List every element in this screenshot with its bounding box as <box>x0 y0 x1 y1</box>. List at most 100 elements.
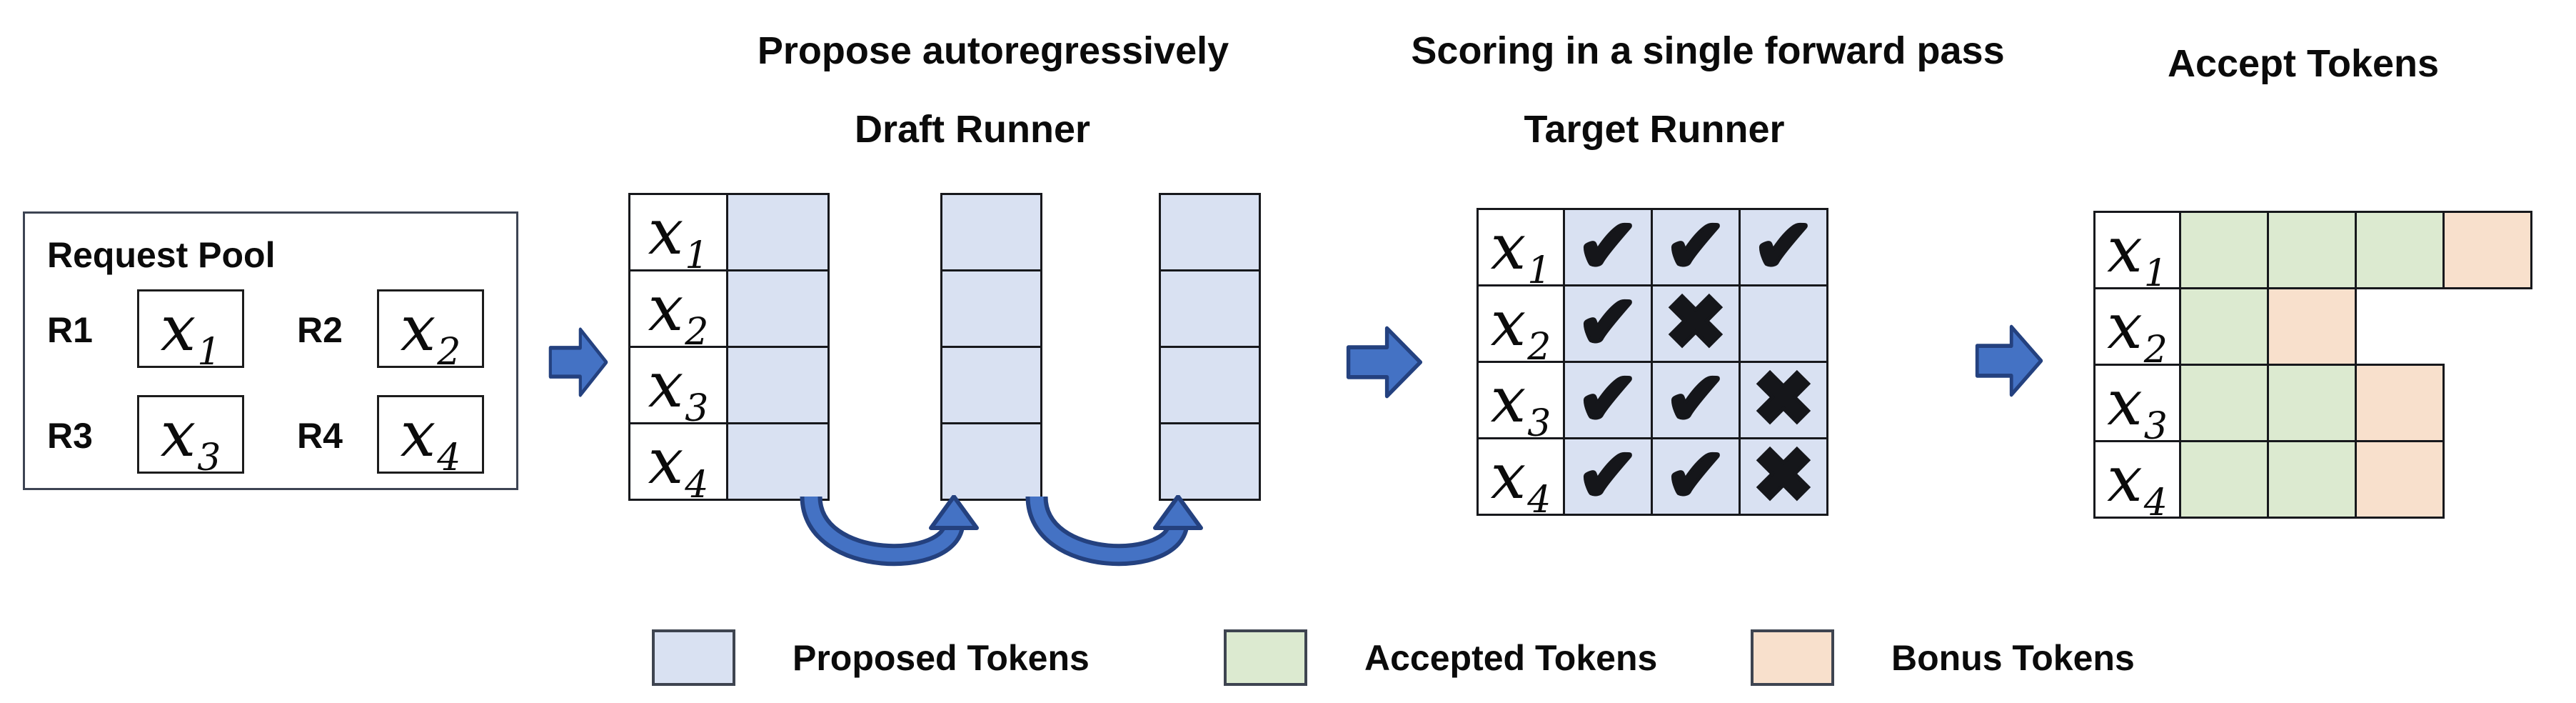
accepted-token-cell <box>2179 440 2269 519</box>
legend-item: Accepted Tokens <box>1224 629 1657 686</box>
target-score-cell: ✔ <box>1651 360 1741 439</box>
request-id: R3 <box>47 416 93 456</box>
draft-runner-title: Draft Runner <box>854 108 1091 151</box>
target-score-cell: ✖ <box>1651 284 1741 363</box>
check-icon: ✔ <box>1663 432 1729 519</box>
draft-proposed-cell <box>1159 422 1261 501</box>
token-variable: x <box>160 397 196 471</box>
target-score-cell: ✔ <box>1563 437 1653 516</box>
token-variable: x <box>160 291 196 365</box>
token-subscript: 4 <box>685 464 709 507</box>
token-subscript: 1 <box>197 331 221 374</box>
accepted-token-cell <box>2179 364 2269 442</box>
arrow-pool-to-draft-icon <box>548 327 608 397</box>
token-variable: x <box>1490 286 1526 360</box>
token-subscript: 3 <box>685 387 709 430</box>
token-subscript: 2 <box>1527 326 1551 369</box>
token-variable: x <box>1490 439 1526 513</box>
autoregressive-loop-arrow-icon <box>800 495 979 567</box>
arrow-draft-to-target-icon <box>1346 326 1423 399</box>
target-score-cell: ✔ <box>1563 202 1653 289</box>
legend-item: Proposed Tokens <box>652 629 1090 686</box>
token-subscript: 4 <box>1527 479 1551 522</box>
legend-item: Bonus Tokens <box>1751 629 2135 686</box>
token-subscript: 4 <box>437 437 461 479</box>
draft-proposed-cell <box>940 269 1042 348</box>
bonus-token-cell <box>2355 440 2445 519</box>
legend-swatch-proposed <box>652 629 735 686</box>
check-icon: ✔ <box>1751 202 1816 289</box>
draft-proposed-cell <box>726 346 830 424</box>
target-score-cell: ✖ <box>1739 355 1828 442</box>
draft-proposal-column-3 <box>1159 193 1261 501</box>
token-subscript: 4 <box>2143 482 2168 524</box>
token-subscript: 2 <box>437 331 461 374</box>
check-icon: ✔ <box>1575 202 1641 289</box>
cross-icon: ✖ <box>1751 355 1816 442</box>
accepted-token-cell <box>2179 211 2269 289</box>
target-runner-title: Target Runner <box>1524 108 1785 151</box>
token-subscript: 3 <box>2143 405 2168 448</box>
token-variable: x <box>1490 210 1526 284</box>
token-variable: x <box>2107 442 2143 516</box>
check-icon: ✔ <box>1575 279 1641 366</box>
bonus-token-cell <box>2442 211 2532 289</box>
propose-title: Propose autoregressively <box>757 29 1229 72</box>
request-id: R2 <box>297 310 343 350</box>
token-variable: x <box>1490 363 1526 437</box>
accept-tokens-title: Accept Tokens <box>2167 42 2440 85</box>
request-pool-title: Request Pool <box>47 235 276 275</box>
token-variable: x <box>2107 213 2143 286</box>
accepted-token-cell <box>2267 364 2357 442</box>
token-subscript: 2 <box>2143 329 2168 372</box>
bonus-token-cell <box>2355 364 2445 442</box>
target-score-cell: ✔ <box>1651 437 1741 516</box>
accepted-token-cell <box>2267 211 2357 289</box>
target-score-cell <box>1739 284 1828 363</box>
accepted-token-cell <box>2355 211 2445 289</box>
token-variable: x <box>648 348 684 422</box>
check-icon: ✔ <box>1663 202 1729 289</box>
draft-proposed-cell <box>726 422 830 501</box>
token-variable: x <box>648 195 684 269</box>
legend-label: Bonus Tokens <box>1891 637 2135 678</box>
draft-proposed-cell <box>940 193 1042 271</box>
target-score-cell: ✔ <box>1563 355 1653 442</box>
target-score-cell: ✔ <box>1739 202 1828 289</box>
check-icon: ✔ <box>1575 355 1641 442</box>
token-variable: x <box>2107 289 2143 363</box>
token-subscript: 3 <box>197 437 221 479</box>
